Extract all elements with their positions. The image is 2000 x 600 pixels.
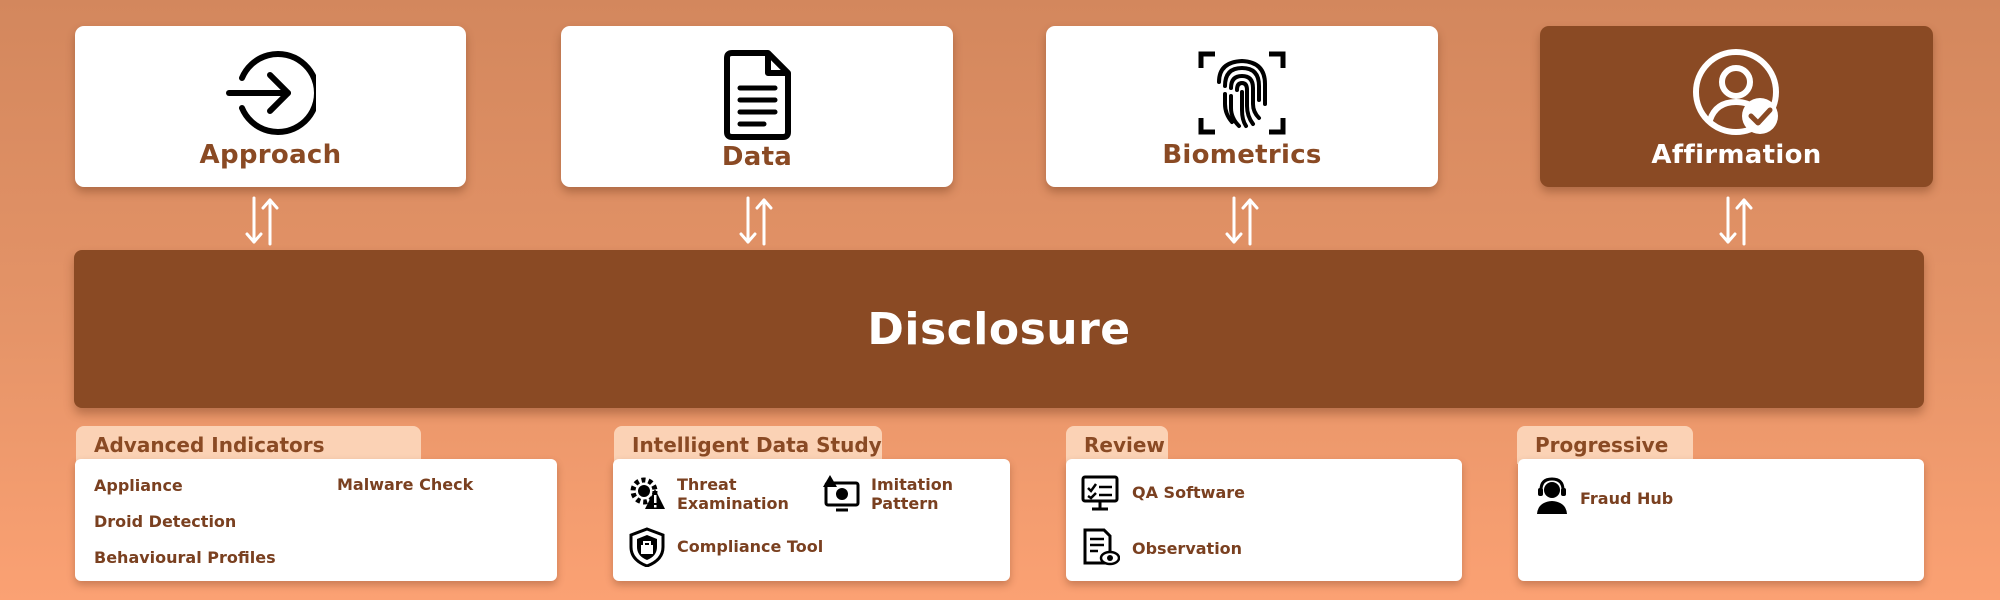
list-item: Appliance — [94, 476, 183, 495]
compliance-shield-icon — [629, 527, 665, 567]
bidirectional-arrow-icon — [245, 196, 279, 246]
list-item: Fraud Hub — [1580, 489, 1674, 508]
list-item: Malware Check — [337, 475, 474, 494]
card-label: Data — [721, 142, 793, 172]
tab-review: Review — [1066, 426, 1168, 464]
list-item: Compliance Tool — [677, 537, 824, 556]
card-data: Data — [561, 26, 953, 187]
card-biometrics: Biometrics — [1046, 26, 1438, 187]
verified-user-icon — [1692, 49, 1779, 135]
list-item: Behavioural Profiles — [94, 548, 276, 567]
disclosure-bar: Disclosure — [74, 250, 1924, 408]
panel-intelligent-data-study: Threat Examination Imitation Pattern Com… — [613, 459, 1010, 581]
card-affirmation: Affirmation — [1540, 26, 1933, 187]
tab-advanced-indicators: Advanced Indicators — [76, 426, 421, 464]
support-agent-icon — [1537, 477, 1567, 514]
card-label: Approach — [199, 140, 342, 170]
panel-advanced-indicators: Appliance Malware Check Droid Detection … — [75, 459, 557, 581]
panel-review: QA Software Observation — [1066, 459, 1462, 581]
imitation-monitor-icon — [823, 475, 860, 512]
bidirectional-arrow-icon — [1225, 196, 1259, 246]
card-label: Biometrics — [1162, 140, 1322, 170]
list-item: Droid Detection — [94, 512, 237, 531]
list-item: Threat Examination — [677, 475, 789, 513]
disclosure-label: Disclosure — [867, 303, 1131, 355]
observation-icon — [1083, 528, 1120, 566]
fingerprint-icon — [1198, 51, 1286, 135]
qa-software-icon — [1081, 475, 1119, 511]
login-arrow-icon — [225, 51, 316, 135]
list-item: QA Software — [1132, 483, 1245, 502]
card-label: Affirmation — [1651, 140, 1822, 170]
bidirectional-arrow-icon — [739, 196, 773, 246]
tab-progressive: Progressive — [1517, 426, 1693, 464]
panel-progressive: Fraud Hub — [1518, 459, 1924, 581]
list-item: Imitation Pattern — [871, 475, 954, 513]
tab-intelligent-data-study: Intelligent Data Study — [614, 426, 882, 464]
list-item: Observation — [1132, 539, 1243, 558]
bidirectional-arrow-icon — [1719, 196, 1753, 246]
threat-gear-icon — [630, 477, 665, 509]
document-icon — [724, 50, 791, 140]
card-approach: Approach — [75, 26, 466, 187]
